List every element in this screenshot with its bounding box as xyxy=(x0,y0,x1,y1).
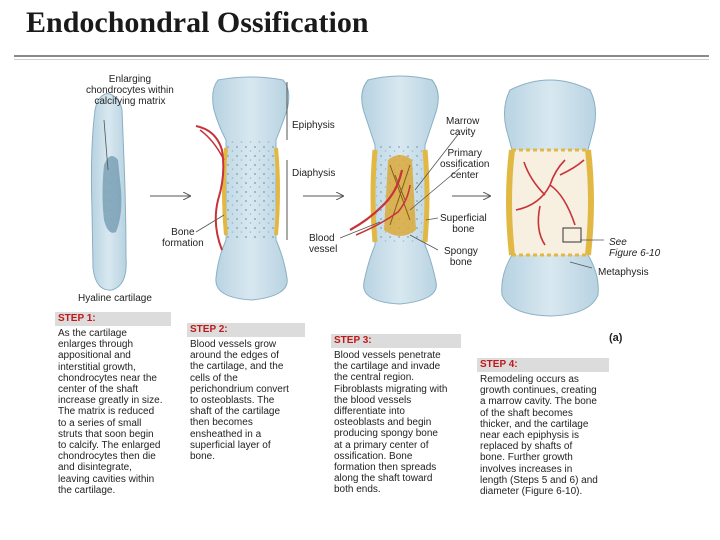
label-metaphysis: Metaphysis xyxy=(598,267,649,278)
step-text-line: the cartilage. xyxy=(58,484,116,496)
step-text-line: chondrocytes near the xyxy=(58,372,157,384)
step-text-line: appositional and xyxy=(58,350,131,362)
step-text-line: producing spongy bone xyxy=(334,428,438,440)
step-text-line: The matrix is reduced xyxy=(58,406,155,418)
step-text-line: along the shaft toward xyxy=(334,473,433,485)
step-text-line: to a series of small xyxy=(58,417,142,429)
step-text-line: As the cartilage xyxy=(58,328,127,339)
step-text-line: Remodeling occurs as xyxy=(480,374,579,385)
step4-heading: STEP 4: xyxy=(477,358,609,372)
step-text-line: cells of the xyxy=(190,372,238,384)
step-text-line: the cartilage, and the xyxy=(190,361,284,373)
label-diaphysis: Diaphysis xyxy=(292,168,336,179)
step-text-line: at a primary center of xyxy=(334,439,429,451)
step-text-line: differentiate into xyxy=(334,406,405,418)
step-text-line: chondrocytes then die xyxy=(58,451,156,463)
step4-bone-model xyxy=(501,79,599,317)
step3-heading: STEP 3: xyxy=(331,334,461,348)
step-text-line: formation then spreads xyxy=(334,462,437,474)
step-text-line: the blood vessels xyxy=(334,394,412,406)
step-text-line: the cartilage and invade xyxy=(334,361,441,373)
step-text-line: the central region. xyxy=(334,372,415,384)
step-text-line: perichondrium convert xyxy=(190,383,289,395)
step-text-line: to calcify. The enlarged xyxy=(58,440,161,452)
step-text-line: both ends. xyxy=(334,484,381,496)
step-text-line: Fibroblasts migrating with xyxy=(334,383,448,395)
step-text-line: struts that soon begin xyxy=(58,428,154,440)
step1-cartilage-model xyxy=(90,93,127,291)
step-text-line: thicker, and the cartilage xyxy=(480,418,589,430)
step2-cartilage-model xyxy=(195,76,290,301)
step3-blood-vessel xyxy=(349,169,404,231)
step2-blood-vessel xyxy=(195,125,225,251)
page-title: Endochondral Ossification xyxy=(26,6,369,39)
step-text-line: to osteoblasts. The xyxy=(190,395,275,407)
step-text-line: increase greatly in size. xyxy=(58,395,163,407)
step-text-line: diameter (Figure 6-10). xyxy=(480,486,583,498)
step-text-line: bone. Further growth xyxy=(480,452,573,464)
step-text-line: then becomes xyxy=(190,417,253,429)
step-text-line: involves increases in xyxy=(480,463,573,475)
figure-part-label: (a) xyxy=(609,332,623,344)
step-text-line: near each epiphysis is xyxy=(480,430,579,442)
step1-heading: STEP 1: xyxy=(55,312,171,326)
step3-bone-model xyxy=(349,75,439,305)
step-text-line: superficial layer of xyxy=(190,439,271,451)
step-text-line: ossification. Bone xyxy=(334,450,413,462)
step-text-line: enlarges through xyxy=(58,339,134,351)
step-text-line: shaft of the cartilage xyxy=(190,406,281,418)
step-text-line: interstitial growth, xyxy=(58,361,136,373)
step-text-line: length (Steps 5 and 6) and xyxy=(480,474,598,486)
label-hyaline-cartilage: Hyaline cartilage xyxy=(78,293,152,304)
label-epiphysis: Epiphysis xyxy=(292,120,335,131)
step-text-line: of the shaft becomes xyxy=(480,407,573,419)
step-text-line: Blood vessels grow xyxy=(190,339,277,350)
step-text-line: and disintegrate, xyxy=(58,462,132,474)
step-text-line: leaving cavities within xyxy=(58,473,155,485)
step-text-line: Blood vessels penetrate xyxy=(334,350,441,361)
step-text-line: a marrow cavity. The bone xyxy=(480,396,597,408)
step-text-line: ensheathed in a xyxy=(190,428,262,440)
step2-heading: STEP 2: xyxy=(187,323,305,337)
step-text-line: replaced by shafts of xyxy=(480,441,573,453)
step-text-line: around the edges of xyxy=(190,350,279,362)
step-text-line: osteoblasts and begin xyxy=(334,417,432,429)
step-text-line: growth continues, creating xyxy=(480,385,597,397)
step-text-line: bone. xyxy=(190,451,216,463)
step2-bone-collar-right xyxy=(274,147,280,236)
title-underline xyxy=(14,55,709,57)
step2-bone-collar-left xyxy=(222,147,228,236)
step4-marrow-vessels xyxy=(515,159,585,246)
step-text-line: center of the shaft xyxy=(58,384,139,396)
title-underline-light xyxy=(14,59,709,60)
